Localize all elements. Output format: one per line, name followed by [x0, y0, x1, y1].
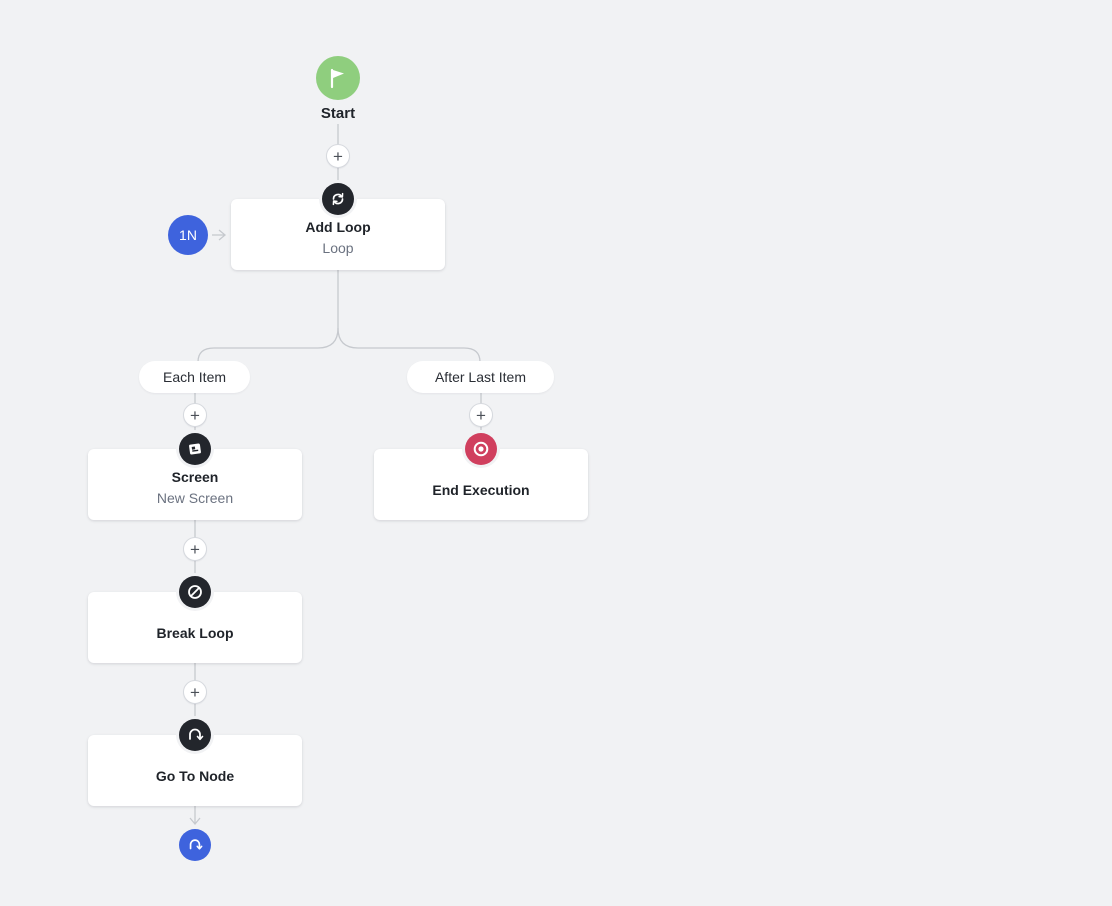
break-loop-node-badge [179, 576, 211, 608]
connector-loop-after-last [337, 327, 481, 363]
node-title: End Execution [432, 481, 530, 498]
prohibit-icon [188, 585, 202, 599]
node-title: Go To Node [155, 767, 235, 784]
add-step-button[interactable]: + [183, 403, 207, 427]
screen-icon [189, 443, 201, 455]
arrow-loop-count [218, 229, 227, 241]
branch-after-last-item[interactable]: After Last Item [407, 361, 554, 393]
flag-icon [330, 68, 344, 89]
go-to-target-node[interactable] [179, 829, 211, 861]
node-title: Add Loop [305, 219, 371, 235]
add-step-button[interactable]: + [183, 537, 207, 561]
node-subtitle: Loop [322, 240, 354, 256]
branch-each-item[interactable]: Each Item [139, 361, 250, 393]
end-execution-node-badge [465, 433, 497, 465]
add-step-button[interactable]: + [469, 403, 493, 427]
add-step-button[interactable]: + [326, 144, 350, 168]
start-node-icon[interactable] [316, 56, 360, 100]
screen-node-badge [179, 433, 211, 465]
node-title: Screen [171, 469, 219, 485]
loop-iteration-badge[interactable]: 1N [168, 215, 208, 255]
loop-node-badge [322, 183, 354, 215]
loop-icon [332, 192, 344, 206]
arrow-goto-target [189, 817, 201, 826]
go-to-arrow-icon [189, 839, 203, 850]
node-subtitle: New Screen [156, 490, 234, 506]
stop-icon [473, 441, 489, 457]
go-to-node-badge [179, 719, 211, 751]
start-label: Start [320, 105, 356, 122]
add-step-button[interactable]: + [183, 680, 207, 704]
connector-loop-each-item [197, 270, 339, 363]
go-to-arrow-icon [189, 728, 204, 741]
node-title: Break Loop [156, 624, 234, 641]
